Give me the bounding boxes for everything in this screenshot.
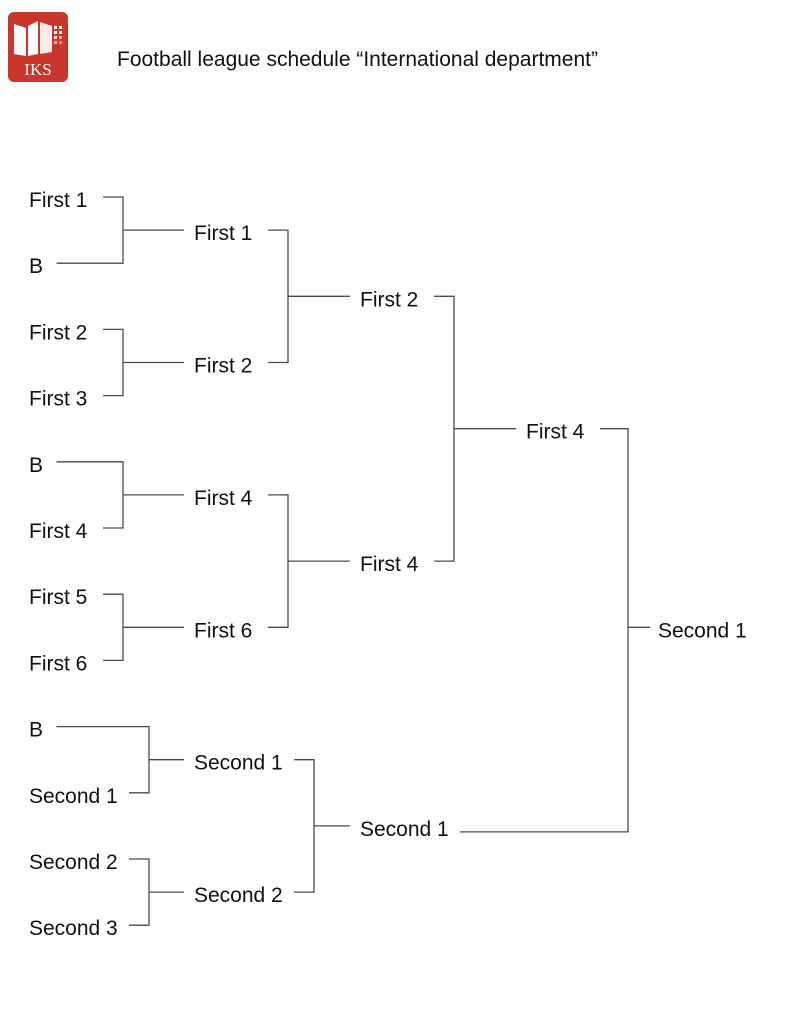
connector-r1-5-6 xyxy=(56,461,184,529)
team-label-r1-8: First 6 xyxy=(29,652,87,675)
connector-r2-1-2 xyxy=(268,229,350,364)
team-label-r1-9: B xyxy=(29,719,43,742)
team-label-r1-12: Second 3 xyxy=(29,917,118,940)
team-label-r1-2: B xyxy=(29,255,43,278)
connector-r1-11-12 xyxy=(129,858,184,926)
team-label-r1-3: First 2 xyxy=(29,321,87,344)
connector-r2-5-6 xyxy=(294,759,350,893)
bracket-labels: First 1 B First 2 First 3 B First 4 First 5 Fir… xyxy=(29,189,747,940)
connector-final xyxy=(460,428,650,833)
team-label-r4-1: First 4 xyxy=(526,421,585,444)
team-label-r1-6: First 4 xyxy=(29,520,88,543)
team-label-r2-2: First 2 xyxy=(194,355,252,378)
connector-r3-1-2 xyxy=(434,295,516,562)
team-label-r2-5: Second 1 xyxy=(194,752,283,775)
connector-r1-3-4 xyxy=(103,328,184,397)
book-logo-icon: IKS xyxy=(8,12,68,82)
team-label-r1-11: Second 2 xyxy=(29,851,118,874)
team-label-r2-3: First 4 xyxy=(194,487,253,510)
logo-text: IKS xyxy=(24,60,51,79)
team-label-r1-4: First 3 xyxy=(29,388,87,411)
team-label-r1-7: First 5 xyxy=(29,586,87,609)
team-label-r3-3: Second 1 xyxy=(360,818,449,841)
team-label-r2-4: First 6 xyxy=(194,619,252,642)
connector-r1-7-8 xyxy=(103,593,184,662)
connector-r1-1-2 xyxy=(56,196,184,264)
team-label-r1-1: First 1 xyxy=(29,189,87,212)
team-label-r2-6: Second 2 xyxy=(194,884,283,907)
team-label-r2-1: First 1 xyxy=(194,222,252,245)
iks-logo: IKS xyxy=(8,12,68,82)
connector-r2-3-4 xyxy=(268,494,350,628)
bracket-connectors xyxy=(56,196,650,926)
team-label-r1-10: Second 1 xyxy=(29,785,118,808)
connector-r1-9-10 xyxy=(56,725,184,794)
team-label-r3-1: First 2 xyxy=(360,288,418,311)
team-label-r1-5: B xyxy=(29,454,43,477)
team-label-r3-2: First 4 xyxy=(360,553,419,576)
page-title: Football league schedule “International … xyxy=(117,48,598,71)
team-label-r5-1: Second 1 xyxy=(658,619,747,642)
